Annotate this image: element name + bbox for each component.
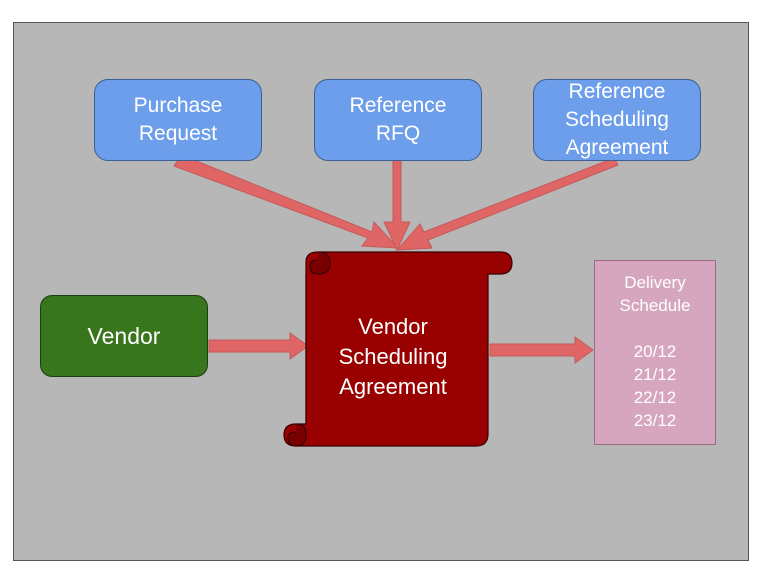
schedule-title-line: Delivery	[624, 273, 686, 292]
delivery-schedule-box: Delivery Schedule 20/12 21/12 22/12 23/1…	[594, 260, 716, 445]
agreement-label-line: Scheduling	[338, 344, 448, 369]
schedule-date: 21/12	[633, 365, 677, 384]
schedule-date: 22/12	[633, 388, 677, 407]
agreement-scroll	[283, 251, 513, 447]
source-reference-scheduling-agreement: Reference Scheduling Agreement	[533, 79, 701, 161]
source-label-line: Purchase	[133, 94, 223, 117]
source-label-line: Request	[138, 122, 218, 145]
arrow-vendor-to-agreement	[208, 332, 309, 360]
vendor-box: Vendor	[40, 295, 208, 377]
arrow-rfq-to-agreement	[383, 159, 411, 252]
source-label-line: Reference	[349, 94, 447, 117]
agreement-label: Vendor Scheduling Agreement	[318, 312, 468, 402]
schedule-title-line: Schedule	[619, 296, 691, 315]
source-purchase-request: Purchase Request	[94, 79, 262, 161]
source-label-line: Reference	[568, 80, 666, 103]
schedule-date: 20/12	[633, 342, 677, 361]
arrow-agreement-to-schedule	[489, 336, 594, 364]
source-label-line: Agreement	[565, 136, 669, 159]
agreement-label-line: Vendor	[358, 314, 428, 339]
schedule-date: 23/12	[633, 411, 677, 430]
source-reference-rfq: Reference RFQ	[314, 79, 482, 161]
arrow-purchase-to-agreement	[173, 155, 400, 249]
source-label-line: RFQ	[375, 122, 421, 145]
arrow-scheduling-to-agreement	[395, 157, 619, 251]
source-label-line: Scheduling	[565, 108, 669, 131]
vendor-label: Vendor	[87, 322, 161, 349]
agreement-label-line: Agreement	[339, 374, 447, 399]
